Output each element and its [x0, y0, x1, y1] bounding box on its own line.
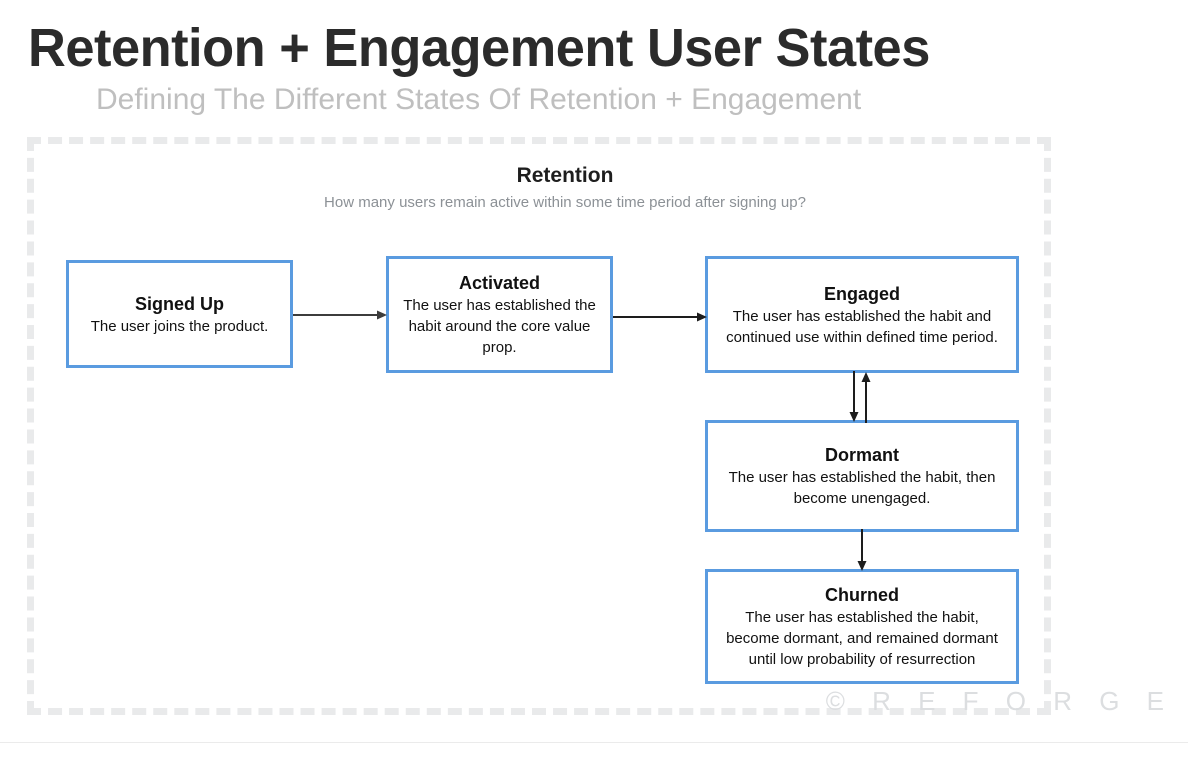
state-box-dormant[interactable]: Dormant The user has established the hab…	[705, 420, 1019, 532]
state-description: The user joins the product.	[90, 317, 269, 335]
state-box-engaged[interactable]: Engaged The user has established the hab…	[705, 256, 1019, 373]
state-box-churned[interactable]: Churned The user has established the hab…	[705, 569, 1019, 684]
state-description: The user has established the habit aroun…	[403, 297, 596, 356]
section-title: Retention	[516, 164, 614, 187]
reforge-watermark: © R E F O R G E	[825, 686, 1174, 716]
page-title: Retention + Engagement User States	[28, 18, 930, 78]
retention-section-heading: Retention How many users remain active w…	[305, 163, 825, 213]
page-subtitle: Defining The Different States Of Retenti…	[96, 83, 862, 116]
state-box-signed-up[interactable]: Signed Up The user joins the product.	[66, 260, 293, 368]
state-title: Signed Up	[135, 293, 224, 314]
state-title: Activated	[458, 273, 541, 293]
page-header: Retention + Engagement User States Defin…	[0, 0, 1188, 130]
state-description: The user has established the habit, then…	[728, 469, 996, 507]
state-title: Dormant	[824, 445, 899, 465]
section-description: How many users remain active within some…	[324, 194, 806, 211]
arrow-signedup-to-activated-icon	[293, 310, 387, 320]
arrow-dormant-to-churned-icon	[857, 529, 867, 571]
state-box-activated[interactable]: Activated The user has established the h…	[386, 256, 613, 373]
arrow-activated-to-engaged-icon	[613, 312, 707, 322]
state-description: The user has established the habit, beco…	[726, 609, 998, 668]
state-description: The user has established the habit and c…	[726, 307, 998, 346]
diagram-frame	[27, 137, 1051, 715]
state-title: Engaged	[823, 283, 900, 304]
bottom-divider	[0, 742, 1188, 743]
arrow-engaged-dormant-bidirectional-icon	[849, 371, 871, 423]
state-title: Churned	[825, 585, 899, 605]
